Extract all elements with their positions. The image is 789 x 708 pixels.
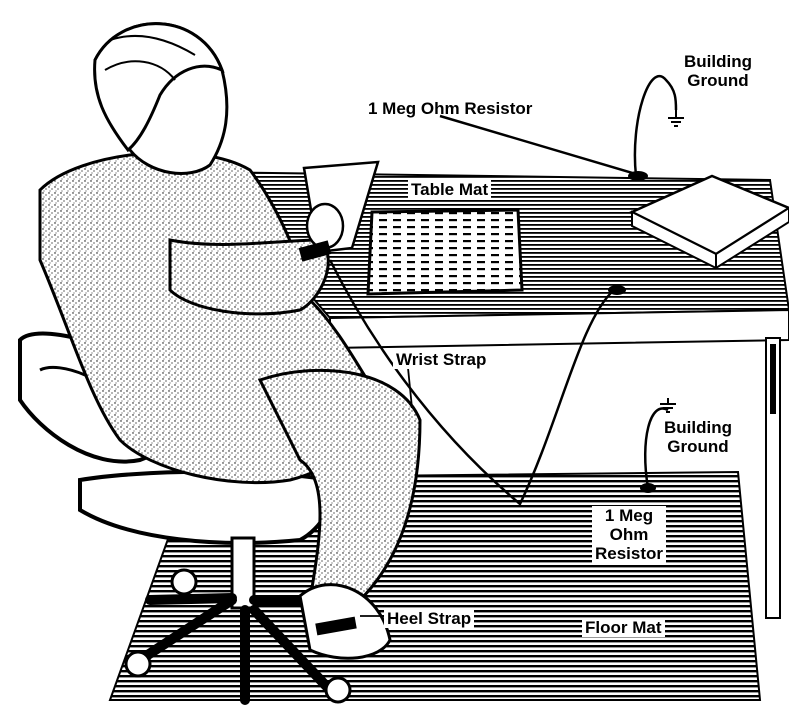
building-ground-top-label: Building Ground [684, 52, 752, 90]
ground-symbol-top [668, 110, 684, 127]
resistor-top-label: 1 Meg Ohm Resistor [368, 99, 533, 118]
ground-cords [328, 74, 678, 506]
heel-strap-label: Heel Strap [384, 609, 475, 628]
leader-lines [360, 367, 413, 617]
floor-snap [640, 483, 656, 493]
document-pad [366, 208, 524, 296]
table-snap [628, 171, 648, 181]
ground-symbol-bottom [660, 398, 676, 413]
equipment-box [629, 174, 789, 270]
resistor-bottom-label: 1 Meg Ohm Resistor [592, 506, 667, 563]
table-mat-label: Table Mat [408, 180, 492, 199]
building-ground-bottom-label: Building Ground [664, 418, 732, 456]
technician [38, 22, 422, 660]
floor-mat-label: Floor Mat [582, 618, 665, 637]
wrist-strap-label: Wrist Strap [393, 350, 490, 369]
table-snap-2 [608, 285, 626, 295]
